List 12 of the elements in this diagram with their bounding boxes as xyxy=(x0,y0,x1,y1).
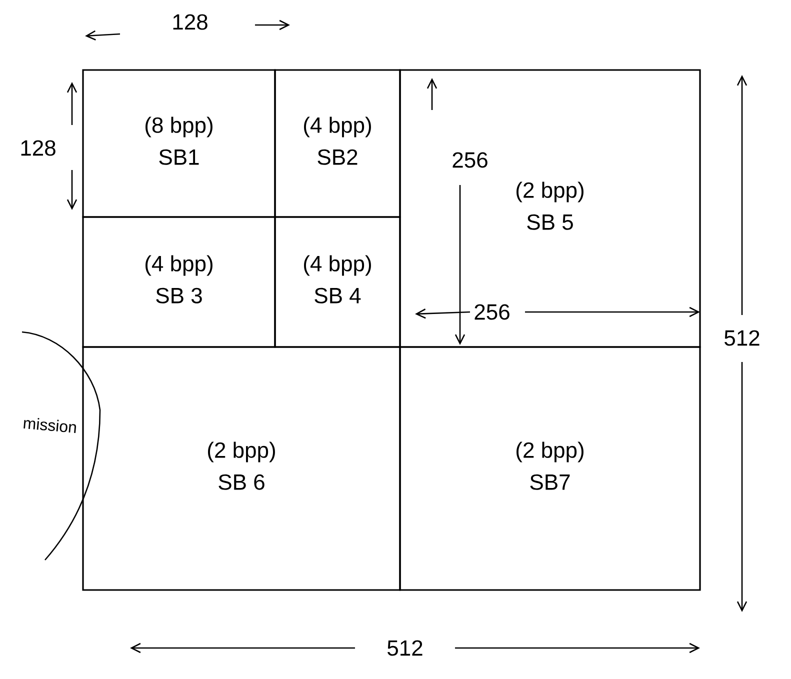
dimension-label: 128 xyxy=(173,14,208,30)
dimension-label: 256 xyxy=(474,304,510,320)
sub-band-box: (4 bpp) SB 3 xyxy=(82,216,276,348)
sub-band-box: (2 bpp) SB7 xyxy=(399,346,701,591)
sub-band-box: (8 bpp) SB1 xyxy=(82,69,276,218)
dimension-label: 256 xyxy=(452,152,488,168)
sub-band-box: (4 bpp) SB 4 xyxy=(274,216,401,348)
dimension-label: 512 xyxy=(724,330,760,346)
dimension-label: 128 xyxy=(21,140,56,156)
sub-band-box: (2 bpp) SB 6 xyxy=(82,346,401,591)
sub-band-box: (4 bpp) SB2 xyxy=(274,69,401,218)
dimension-label: 512 xyxy=(388,640,422,656)
